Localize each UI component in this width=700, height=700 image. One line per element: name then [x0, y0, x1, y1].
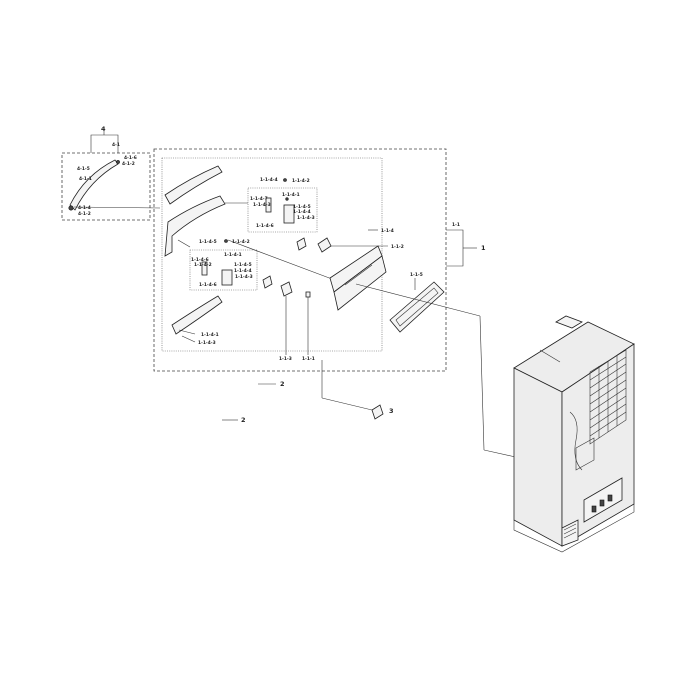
label-1: 1	[481, 244, 486, 252]
assembly-4-bracket	[90, 134, 119, 141]
lower-spring	[201, 261, 208, 276]
assembly-1-1-4-boundary	[161, 157, 383, 352]
label-1-1-4-1-top: 1-1-4-1	[282, 192, 300, 198]
label-1-1-4-3-lower-right: 1-1-4-3	[235, 274, 253, 280]
label-1-1-4-6-lower-bottom: 1-1-4-6	[199, 282, 217, 288]
label-1-1-4-1-bottom: 1-1-4-1	[201, 332, 219, 338]
label-1-1: 1-1	[452, 222, 460, 228]
label-4-1-2-top: 4-1-2	[122, 161, 135, 167]
upper-hinge-detail: 1-1-4-4 1-1-4-2 1-1-4-1 1-1-4-7 1-1-4-3 …	[225, 177, 318, 233]
label-1-1-4-5-lower: 1-1-4-5	[199, 239, 217, 245]
label-2-lower: 2	[241, 416, 246, 424]
label-3: 3	[389, 407, 394, 415]
label-2-upper: 2	[280, 380, 285, 388]
clip-left	[262, 275, 273, 289]
assembly-4-boundary	[61, 152, 151, 221]
refrigerator-body	[513, 315, 635, 553]
handle-parts: 1-1-4-1 1-1-4-3	[164, 165, 226, 346]
lower-detail-boundary	[189, 249, 258, 291]
tubing	[569, 411, 583, 471]
fridge-side	[513, 367, 563, 547]
label-1-1-3: 1-1-3	[279, 356, 292, 362]
upper-detail-boundary	[247, 187, 318, 233]
label-4-1-5: 4-1-5	[77, 166, 90, 172]
clip-1-1-3	[280, 281, 293, 297]
label-1-1-4-4-top: 1-1-4-4	[260, 177, 278, 183]
label-4-1: 4-1	[112, 142, 120, 148]
label-1-1-4-2-lower: 1-1-4-2	[232, 239, 250, 245]
label-1-1-4-2-top: 1-1-4-2	[292, 178, 310, 184]
label-1-1-4-6-upper: 1-1-4-6	[256, 223, 274, 229]
clip-upper-left	[296, 237, 307, 251]
label-1-1-4-7: 1-1-4-7	[250, 196, 268, 202]
condenser-coil	[589, 349, 627, 445]
label-1-1-4: 1-1-4	[381, 228, 394, 234]
assembly-4: 4 4-1 4-1-6 4-1-2 4-1-5 4-1-1 4-1-4 4-1-…	[61, 125, 161, 221]
handle-top-cap	[164, 165, 223, 205]
clips-and-panels: 1-1-2 1-1-3 1-1-1 1-1-4 1-1-5	[227, 228, 445, 362]
clip-1-1-2	[317, 237, 332, 253]
label-1-1-4-3-upper: 1-1-4-3	[253, 202, 271, 208]
label-4-1-4: 4-1-4	[78, 205, 91, 211]
hinge-cap-4-1-6	[116, 160, 120, 164]
hinge-cover-4-1	[69, 159, 119, 211]
label-1-1-4-2-lower-left: 1-1-4-2	[194, 262, 212, 268]
handle-lower-bracket	[171, 295, 223, 335]
label-1-1-4-3-upper-right: 1-1-4-3	[297, 215, 315, 221]
top-hinge	[555, 315, 583, 329]
assembly-1-bracket	[446, 229, 464, 267]
upper-spring	[265, 197, 272, 213]
label-4-1-6: 4-1-6	[124, 155, 137, 161]
lower-hinge-detail: 1-1-4-5 1-1-4-2 1-1-4-1 1-1-4-6 1-1-4-2 …	[189, 239, 258, 291]
label-1-1-5: 1-1-5	[410, 272, 423, 278]
label-1-1-4-1-lower: 1-1-4-1	[224, 252, 242, 258]
vent-grille	[561, 519, 579, 547]
label-1-1-4-3-bottom: 1-1-4-3	[198, 340, 216, 346]
label-1-1-4-6-lower: 1-1-4-6	[191, 257, 209, 263]
panel-body	[333, 255, 387, 311]
handle-upper-bracket	[164, 195, 226, 257]
label-1-1-1: 1-1-1	[302, 356, 315, 362]
label-4: 4	[101, 125, 106, 133]
leader-to-fridge	[355, 283, 481, 317]
label-1-1-2: 1-1-2	[391, 244, 404, 250]
label-1-1-4-4-lower-right: 1-1-4-4	[234, 268, 252, 274]
part-3	[371, 404, 384, 420]
label-4-1-2-bottom: 4-1-2	[78, 211, 91, 217]
label-1-1-4-5-upper: 1-1-4-5	[293, 204, 311, 210]
lower-hinge-block	[221, 269, 233, 286]
assembly-1-boundary	[153, 148, 447, 372]
hinge-screw-4-1-4	[68, 205, 74, 211]
label-1-1-4-4-upper: 1-1-4-4	[293, 209, 311, 215]
upper-hinge-block	[283, 204, 295, 224]
label-4-1-1: 4-1-1	[79, 176, 92, 182]
label-1-1-4-5-lower-right: 1-1-4-5	[234, 262, 252, 268]
cover-panel-1-1-5	[389, 281, 445, 333]
